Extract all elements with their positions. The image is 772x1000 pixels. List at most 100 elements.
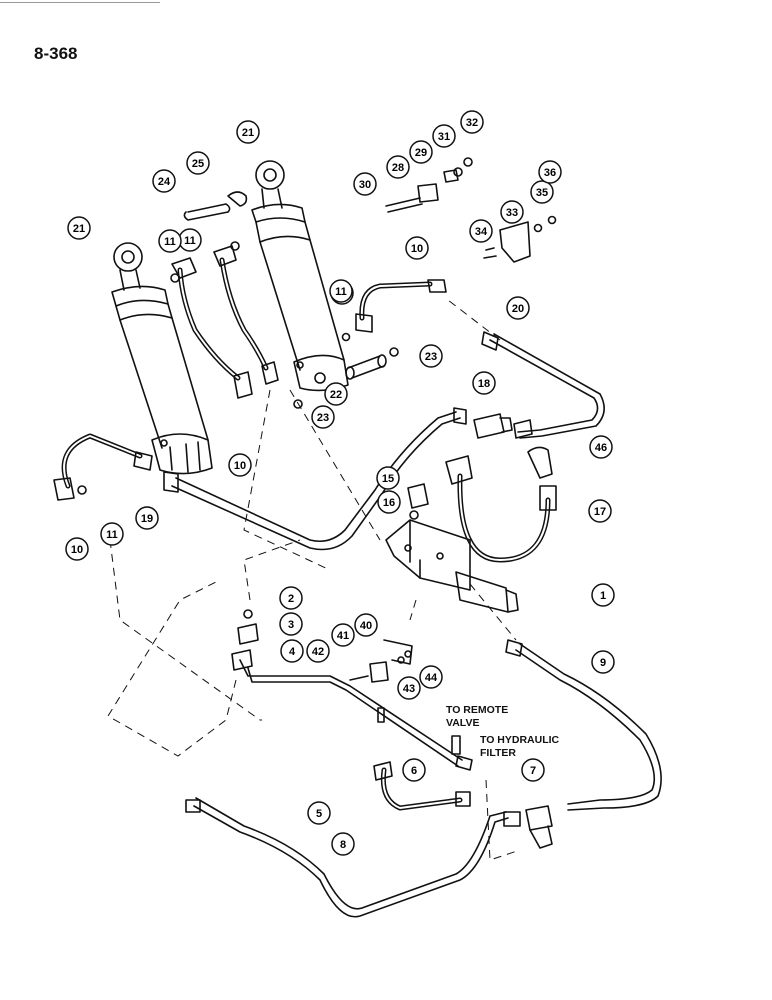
callout-label: 46: [595, 442, 607, 454]
callout-label: 34: [475, 226, 488, 238]
callout-label: 20: [512, 303, 524, 315]
callout-circle: [65, 537, 89, 561]
callout-8: 8: [331, 832, 355, 856]
callout-circle: [460, 110, 484, 134]
callout-label: 41: [337, 630, 349, 642]
callout-3: 3: [279, 612, 303, 636]
callout-15: 15: [376, 466, 400, 490]
callout-circle: [331, 832, 355, 856]
callout-2: 2: [279, 586, 303, 610]
callout-circle: [307, 801, 331, 825]
callout-1: 1: [591, 583, 615, 607]
callout-label: 8: [340, 839, 346, 851]
callout-label: 6: [411, 765, 417, 777]
callout-circle: [419, 344, 443, 368]
callout-label: 1: [600, 590, 606, 602]
callout-7: 7: [521, 758, 545, 782]
note-to-hydraulic-filter: TO HYDRAULIC FILTER: [480, 734, 560, 759]
callout-11: 11: [158, 229, 182, 253]
callout-label: 22: [330, 389, 342, 401]
callout-circle: [306, 639, 330, 663]
callout-circle: [376, 466, 400, 490]
callout-label: 24: [158, 176, 171, 188]
callout-circle: [472, 371, 496, 395]
note-to-remote-valve: TO REMOTE VALVE: [446, 704, 509, 729]
callout-label: 10: [71, 544, 83, 556]
callout-circle: [419, 665, 443, 689]
callout-5: 5: [307, 801, 331, 825]
callout-36: 36: [538, 160, 562, 184]
callout-label: 25: [192, 158, 204, 170]
callout-label: 2: [288, 593, 294, 605]
callout-circle: [324, 382, 348, 406]
callout-circle: [500, 200, 524, 224]
callout-circle: [530, 180, 554, 204]
callout-label: 30: [359, 179, 371, 191]
callout-11: 11: [329, 279, 353, 303]
callout-35: 35: [530, 180, 554, 204]
callout-circle: [405, 236, 429, 260]
callout-label: 11: [335, 286, 347, 298]
callout-circle: [100, 522, 124, 546]
callout-circle: [506, 296, 530, 320]
callout-circle: [158, 229, 182, 253]
callout-label: 11: [106, 529, 118, 541]
callout-29: 29: [409, 140, 433, 164]
callout-label: 21: [73, 223, 85, 235]
callout-circle: [469, 219, 493, 243]
callout-label: 19: [141, 513, 153, 525]
callout-10: 10: [405, 236, 429, 260]
callout-46: 46: [589, 435, 613, 459]
callout-circle: [521, 758, 545, 782]
callout-23: 23: [311, 405, 335, 429]
callout-34: 34: [469, 219, 493, 243]
callout-22: 22: [324, 382, 348, 406]
callout-label: 42: [312, 646, 324, 658]
callout-label: 9: [600, 657, 606, 669]
callout-6: 6: [402, 758, 426, 782]
header-rule: [0, 2, 160, 3]
callout-label: 17: [594, 506, 606, 518]
callout-circle: [152, 169, 176, 193]
callout-circle: [186, 151, 210, 175]
callout-11: 11: [178, 228, 202, 252]
callout-circle: [402, 758, 426, 782]
callout-4: 4: [280, 639, 304, 663]
callout-circle: [331, 623, 355, 647]
callout-23: 23: [419, 344, 443, 368]
callout-33: 33: [500, 200, 524, 224]
callout-circle: [135, 506, 159, 530]
callout-circle: [279, 586, 303, 610]
callout-42: 42: [306, 639, 330, 663]
callout-circle: [386, 155, 410, 179]
right-cylinder: [251, 160, 349, 392]
callout-label: 44: [425, 672, 438, 684]
callout-circle: [354, 613, 378, 637]
callout-43: 43: [397, 676, 421, 700]
callout-label: 15: [382, 473, 394, 485]
callout-layer: 1234567891010101011111111151617181920212…: [65, 110, 615, 856]
callout-10: 10: [65, 537, 89, 561]
callout-label: 28: [392, 162, 404, 174]
callout-label: 31: [438, 131, 450, 143]
callout-circle: [279, 612, 303, 636]
callout-label: 5: [316, 808, 322, 820]
control-valve: [385, 519, 519, 613]
callout-circle: [236, 120, 260, 144]
callout-label: 7: [530, 765, 536, 777]
callout-circle: [588, 499, 612, 523]
left-cylinder: [111, 242, 213, 475]
callout-label: 11: [164, 236, 176, 248]
callout-label: 3: [288, 619, 294, 631]
callout-circle: [311, 405, 335, 429]
callout-circle: [409, 140, 433, 164]
callout-circle: [377, 490, 401, 514]
callout-24: 24: [152, 169, 176, 193]
callout-circle: [67, 216, 91, 240]
callout-19: 19: [135, 506, 159, 530]
callout-11: 11: [100, 522, 124, 546]
callout-label: 10: [411, 243, 423, 255]
callout-label: 36: [544, 167, 556, 179]
callout-circle: [432, 124, 456, 148]
